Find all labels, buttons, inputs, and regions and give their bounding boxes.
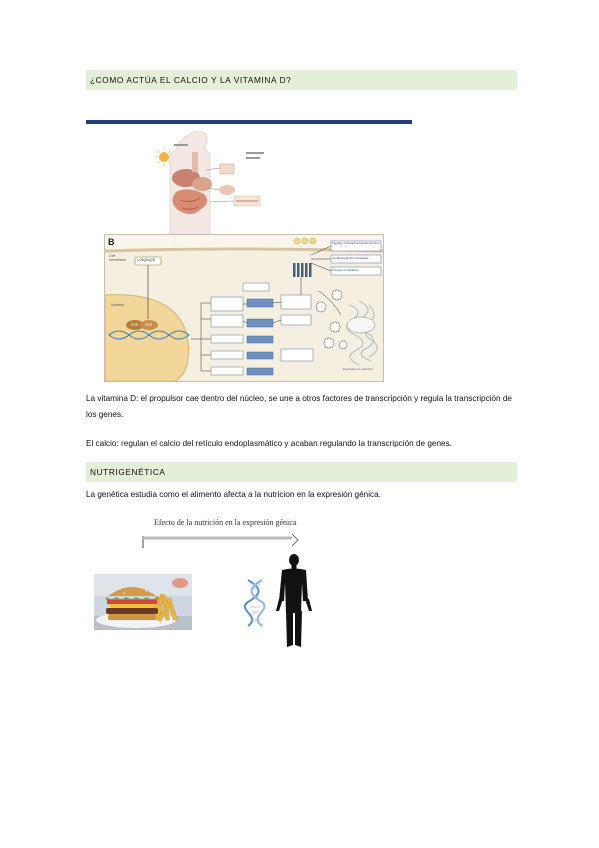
label-cell-membrane: Cell membrane: [109, 254, 127, 262]
label-ca-absorption: Ca absorption/homeostasis: [332, 256, 369, 260]
label-hormone: 1,25(OH)2D: [137, 258, 156, 262]
vitamin-d-signaling-diagram: B Cell membrane Nucleus 1,25(OH)2D VDR R…: [104, 234, 384, 382]
effect-arrow: [142, 533, 299, 548]
dna-helix: [108, 330, 190, 340]
paragraph-genetica: La genética estudia como el alimento afe…: [86, 490, 381, 499]
dna-icon: [244, 579, 266, 627]
human-silhouette-icon: [276, 554, 312, 647]
label-integrity: Integrity of intestinal barrier function: [332, 241, 380, 245]
burger-fries-image: [94, 574, 192, 630]
label-vdr: VDR: [145, 323, 153, 327]
label-nucleus: Nucleus: [111, 303, 124, 307]
label-endoplasmic: Endoplasmic reticulum: [343, 367, 374, 371]
panel-letter-b: B: [108, 237, 115, 247]
membrane-receptor: [293, 263, 312, 277]
burger: [106, 584, 158, 620]
divider-rule: [86, 120, 412, 124]
anatomy-illustration: [155, 130, 264, 234]
section-heading-nutrigenetica: NUTRIGENÉTICA: [86, 462, 517, 482]
paragraph-calcio: El calcio: regulan el calcio del retícul…: [86, 439, 452, 448]
label-immune: Immune modulation: [332, 268, 359, 272]
arrow-caption: Efecto de la nutrición en la expresión g…: [154, 518, 297, 527]
section-heading-calcio: ¿COMO ACTÚA EL CALCIO Y LA VITAMINA D?: [86, 70, 517, 90]
label-rxr: RXR: [131, 323, 139, 327]
paragraph-vitamina-d: La vitamina D: el propulsor cae dentro d…: [86, 394, 512, 419]
